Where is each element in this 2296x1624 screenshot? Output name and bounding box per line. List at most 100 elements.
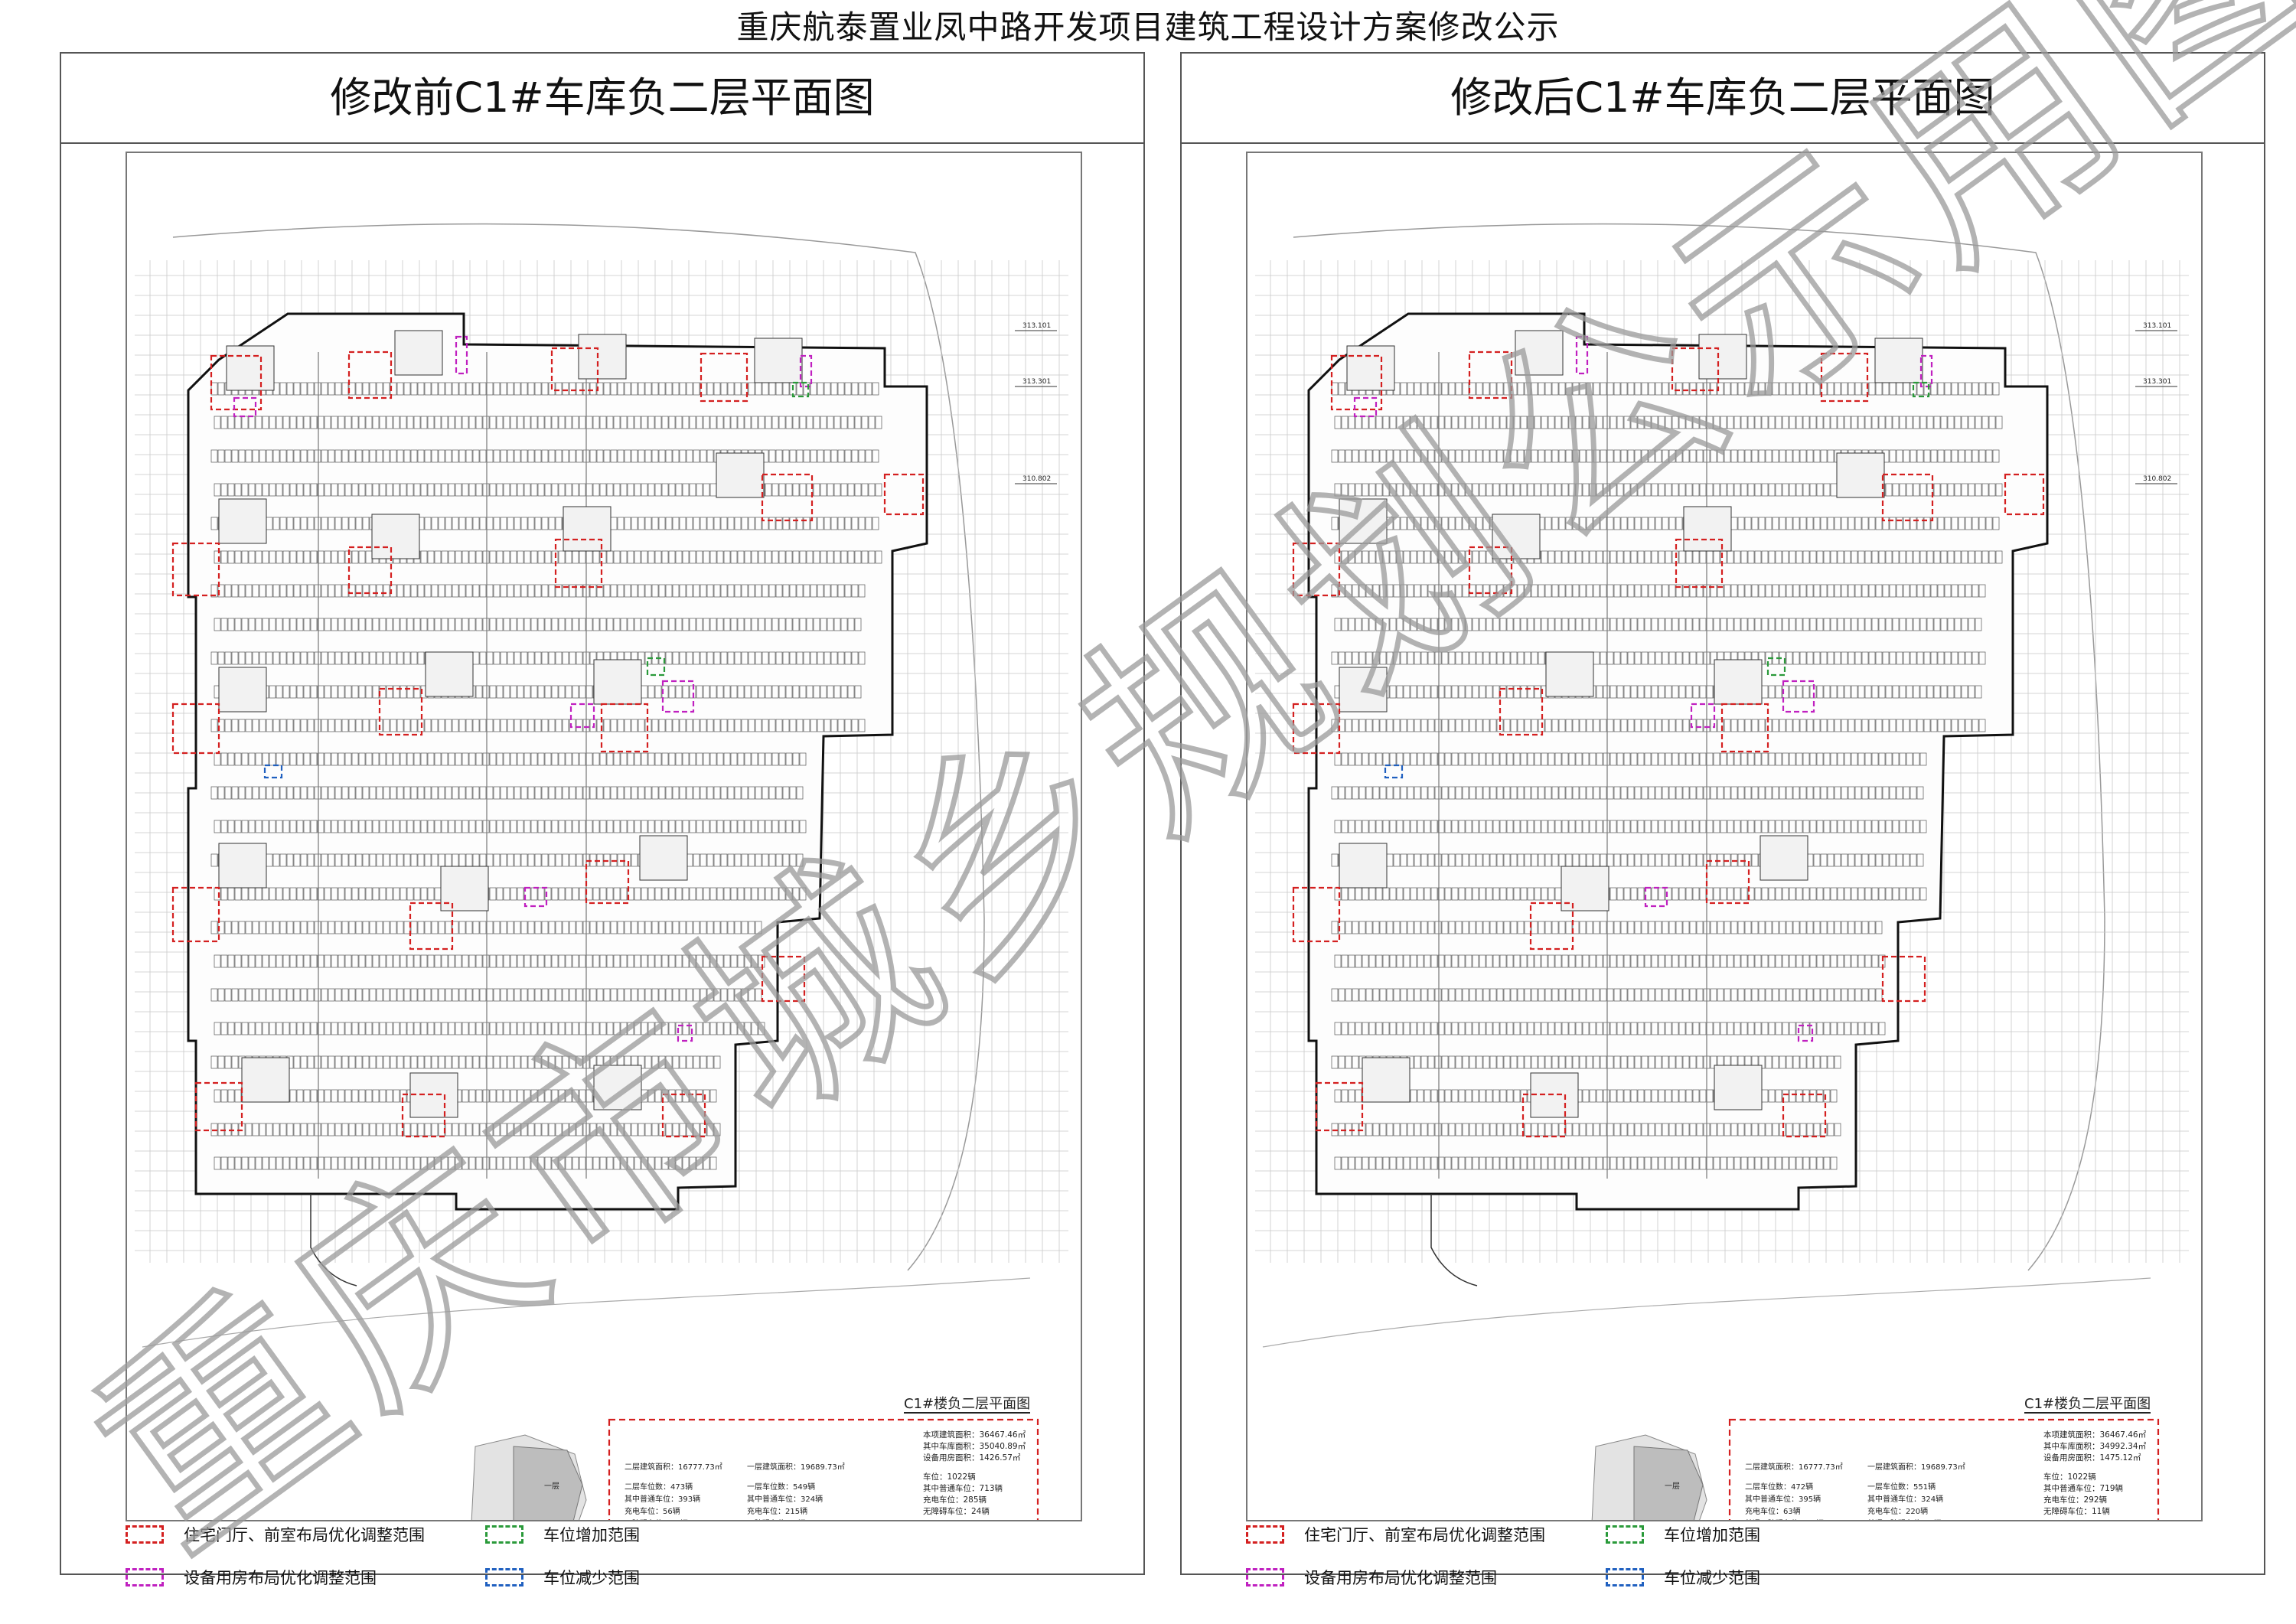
parking-stall [1758, 449, 1766, 463]
parking-stall [1926, 618, 1934, 631]
parking-stall [1368, 483, 1376, 497]
parking-stall [654, 550, 662, 564]
parking-stall [830, 584, 838, 598]
parking-stall [1593, 517, 1600, 530]
parking-stall [438, 988, 445, 1002]
parking-stall [1919, 887, 1927, 901]
parking-stall [1658, 1089, 1665, 1103]
parking-stall [307, 1055, 315, 1069]
parking-stall [1520, 483, 1528, 497]
parking-stall [324, 887, 331, 901]
parking-stall [530, 1156, 538, 1170]
parking-stall [551, 685, 559, 699]
parking-stall [716, 752, 724, 766]
parking-stall [410, 651, 418, 665]
parking-stall [1944, 382, 1952, 396]
parking-stall [675, 416, 683, 429]
parking-stall [775, 651, 783, 665]
parking-stall [527, 584, 535, 598]
core-blocks [1339, 330, 1923, 1118]
parking-stall [324, 550, 331, 564]
parking-stall [289, 1156, 297, 1170]
parking-stall [1630, 1089, 1638, 1103]
parking-stall [713, 1123, 721, 1136]
parking-stall [1682, 449, 1690, 463]
parking-stall [1455, 988, 1463, 1002]
parking-stall [576, 988, 583, 1002]
parking-stall [1944, 651, 1952, 665]
parking-stall [644, 921, 652, 934]
parking-stall [792, 618, 800, 631]
parking-stall [830, 382, 838, 396]
parking-stall [1747, 820, 1755, 833]
parking-stall [479, 449, 487, 463]
parking-stall [441, 550, 448, 564]
parking-stall [303, 887, 311, 901]
parking-stall [1765, 1055, 1773, 1069]
parking-stall [727, 651, 735, 665]
parking-stall [1799, 921, 1807, 934]
parking-stall [1400, 853, 1407, 867]
parking-stall [355, 382, 363, 396]
parking-stall [1492, 1089, 1500, 1103]
parking-stall [551, 1156, 559, 1170]
parking-stall [293, 382, 301, 396]
parking-stall [224, 786, 232, 800]
parking-stall [861, 416, 869, 429]
parking-stall [310, 752, 318, 766]
parking-stall [1658, 416, 1665, 429]
parking-stall [1720, 618, 1727, 631]
parking-stall [406, 887, 414, 901]
parking-stall [1889, 517, 1896, 530]
parking-stall [858, 517, 866, 530]
parking-stall [723, 752, 731, 766]
parking-stall [1603, 1022, 1610, 1035]
parking-stall [851, 651, 859, 665]
parking-stall [551, 1089, 559, 1103]
parking-stall [1940, 685, 1948, 699]
parking-stall [1448, 719, 1456, 732]
parking-stall [321, 584, 328, 598]
parking-stall [672, 719, 680, 732]
parking-stall [1844, 416, 1851, 429]
parking-stall [730, 550, 738, 564]
parking-stall [1593, 786, 1600, 800]
parking-stall [627, 752, 634, 766]
parking-stall [1616, 416, 1624, 429]
parking-stall [1541, 752, 1548, 766]
parking-stall [386, 1022, 393, 1035]
parking-stall [269, 550, 276, 564]
parking-stall [1389, 416, 1397, 429]
parking-stall [833, 618, 841, 631]
parking-stall [1579, 517, 1587, 530]
parking-stall [1623, 685, 1631, 699]
parking-stall [458, 1123, 466, 1136]
parking-stall [1844, 550, 1851, 564]
parking-stall [276, 820, 283, 833]
parking-stall [555, 853, 563, 867]
parking-stall [1668, 988, 1676, 1002]
parking-stall [231, 921, 239, 934]
parking-stall [696, 1156, 703, 1170]
parking-stall [1699, 618, 1707, 631]
parking-stall [1678, 1156, 1686, 1170]
parking-stall [310, 550, 318, 564]
parking-stall [1837, 954, 1844, 968]
parking-stall [1751, 382, 1759, 396]
parking-stall [300, 517, 308, 530]
parking-stall [647, 685, 655, 699]
parking-stall [1400, 1123, 1407, 1136]
parking-stall [338, 752, 345, 766]
parking-stall [383, 584, 390, 598]
parking-stall [844, 719, 852, 732]
parking-stall [1682, 786, 1690, 800]
floor-plan-before[interactable]: 313.101313.301310.802C1#楼负二层平面图本项建筑面积：36… [127, 153, 1081, 1520]
parking-stall [220, 1022, 228, 1035]
parking-stall [489, 752, 497, 766]
parking-stall [1751, 988, 1759, 1002]
floor-plan-after[interactable]: 313.101313.301310.802C1#楼负二层平面图本项建筑面积：36… [1247, 153, 2201, 1520]
parking-stall [1407, 853, 1414, 867]
parking-stall [1479, 1022, 1486, 1035]
parking-stall [527, 449, 535, 463]
stats-col-summary: 本项建筑面积：36467.46㎡其中车库面积：34992.34㎡设备用房面积：1… [2043, 1430, 2147, 1516]
